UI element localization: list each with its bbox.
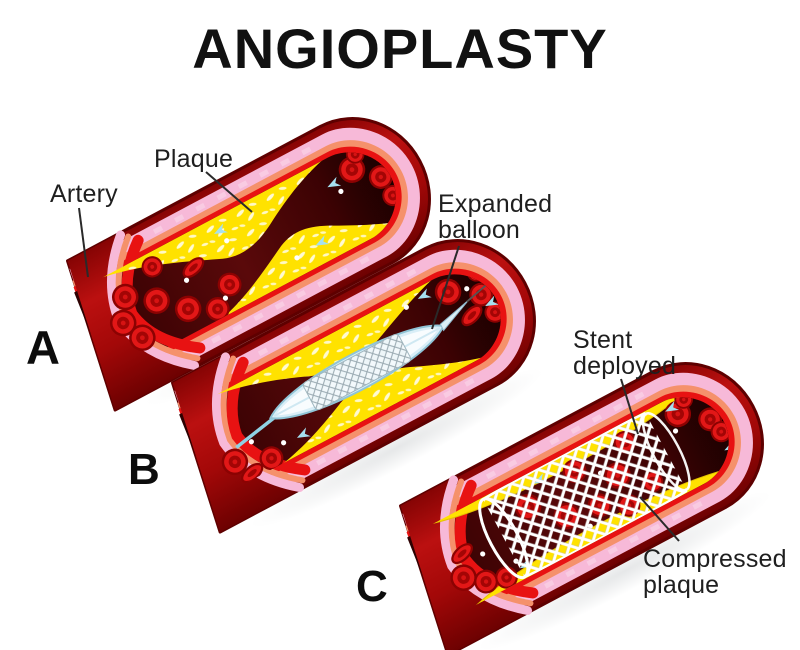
artery-a-plaque-narrowed bbox=[43, 93, 456, 410]
section-letter-a: A bbox=[26, 321, 60, 374]
artery-c-stent bbox=[376, 338, 789, 650]
section-letter-b: B bbox=[128, 445, 160, 494]
stent-mesh bbox=[478, 411, 691, 580]
stent-leader-line bbox=[620, 378, 639, 435]
label-stent-deployed: Stent deployed bbox=[573, 326, 677, 381]
compressed-plaque-leader-line bbox=[639, 496, 680, 542]
balloon-leader-line bbox=[431, 245, 460, 330]
label-expanded-balloon: Expanded balloon bbox=[438, 190, 553, 245]
artery-leader-line bbox=[78, 207, 89, 278]
artery-b-balloon bbox=[148, 215, 561, 532]
page-title: ANGIOPLASTY bbox=[192, 17, 608, 80]
plaque-leader-line bbox=[205, 171, 253, 213]
label-plaque: Plaque bbox=[154, 145, 234, 173]
leader-lines bbox=[78, 171, 680, 542]
section-letter-c: C bbox=[356, 562, 388, 611]
label-artery: Artery bbox=[50, 180, 118, 208]
label-compressed-plaque: Compressed plaque bbox=[643, 545, 787, 600]
